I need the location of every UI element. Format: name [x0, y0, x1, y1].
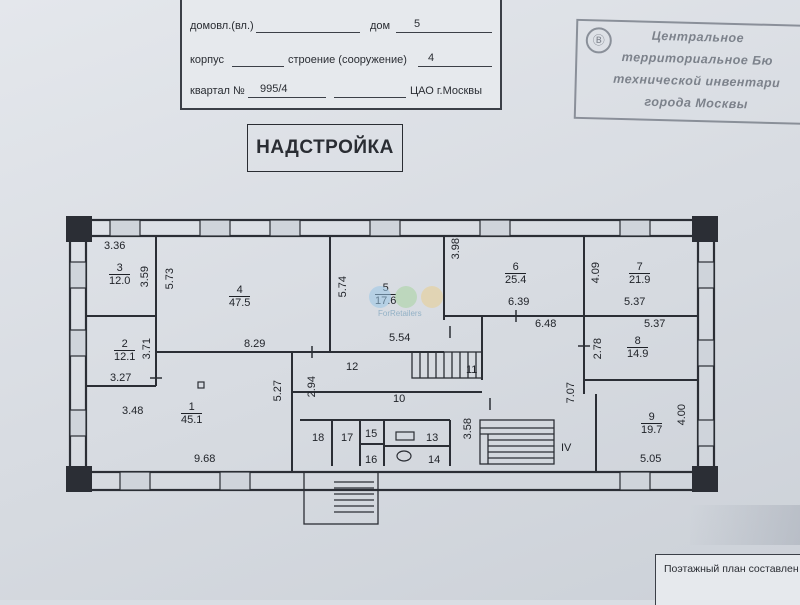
form-row1-house-line — [396, 32, 492, 33]
outer-wall-inner — [84, 234, 700, 474]
window-bottom-3 — [619, 471, 651, 491]
dim-5-37b: 5.37 — [644, 318, 666, 330]
form-house-value: 5 — [414, 18, 421, 30]
form-row2-structure-label: строение (сооружение) — [288, 54, 407, 66]
room-17-label: 17 — [341, 432, 354, 444]
form-district: ЦАО г.Москвы — [410, 85, 483, 97]
form-row3-line — [248, 97, 326, 98]
form-quarter-value: 995/4 — [260, 83, 288, 95]
staircase-iv-label: IV — [561, 442, 572, 454]
form-row1-line — [256, 32, 360, 33]
room-14-label: 14 — [428, 454, 441, 466]
staircase-iv — [479, 419, 555, 465]
form-row2-label: корпус — [190, 54, 225, 66]
plan-title: НАДСТРОЙКА — [247, 124, 403, 172]
room-1-marker-icon — [197, 381, 205, 389]
room-11-label: 11 — [466, 364, 478, 376]
corner-pier-bl — [66, 466, 92, 492]
window-top-6 — [619, 219, 651, 237]
dim-3-36: 3.36 — [104, 240, 126, 252]
watermark-logo-icon — [369, 286, 443, 308]
room-16-label: 16 — [365, 454, 378, 466]
window-right-1 — [697, 261, 715, 289]
dim-7-07: 7.07 — [565, 382, 577, 404]
dim-6-48: 6.48 — [535, 318, 557, 330]
corner-pier-tr — [692, 216, 718, 242]
dim-6-39: 6.39 — [508, 296, 530, 308]
window-bottom-1 — [119, 471, 151, 491]
dim-3-59: 3.59 — [139, 266, 151, 288]
bottom-note-text: Поэтажный план составлен — [664, 563, 799, 575]
address-form: домовл.(вл.) дом 5 корпус строение (соор… — [180, 0, 502, 110]
form-row3-blank-line — [334, 97, 406, 98]
staircase-center — [411, 351, 483, 379]
outer-wall-outer — [68, 218, 716, 492]
sink-fixture-icon — [395, 431, 415, 441]
window-top-4 — [369, 219, 401, 237]
dim-9-68: 9.68 — [194, 453, 216, 465]
toilet-fixture-icon — [396, 450, 412, 462]
staircase-entrance — [303, 471, 379, 525]
dim-4-00: 4.00 — [676, 404, 688, 426]
dim-3-58: 3.58 — [462, 418, 474, 440]
dim-3-71: 3.71 — [141, 338, 153, 360]
form-row1-label: домовл.(вл.) — [190, 20, 254, 32]
dim-5-05: 5.05 — [640, 453, 662, 465]
room-10-label: 10 — [393, 393, 406, 405]
corner-pier-tl — [66, 216, 92, 242]
dim-5-27: 5.27 — [272, 380, 284, 402]
form-row1-house-label: дом — [370, 20, 391, 32]
dim-5-74: 5.74 — [337, 276, 349, 298]
paper-shadow — [690, 505, 800, 545]
room-12-label: 12 — [346, 361, 359, 373]
window-top-1 — [109, 219, 141, 237]
dim-3-27: 3.27 — [110, 372, 132, 384]
dim-2-78: 2.78 — [592, 338, 604, 360]
dim-3-48: 3.48 — [122, 405, 144, 417]
watermark-text: ForRetailers — [378, 309, 422, 318]
form-row2-line — [232, 66, 284, 67]
room-15-label: 15 — [365, 428, 378, 440]
form-row3-label: квартал № — [190, 85, 245, 97]
dim-5-54: 5.54 — [389, 332, 411, 344]
window-top-3 — [269, 219, 301, 237]
dim-4-09: 4.09 — [590, 262, 602, 284]
window-left-1 — [69, 261, 87, 289]
window-left-2 — [69, 329, 87, 357]
forretailers-watermark: ForRetailers — [362, 283, 454, 323]
dim-5-37a: 5.37 — [624, 296, 646, 308]
window-top-2 — [199, 219, 231, 237]
window-top-5 — [479, 219, 511, 237]
dim-8-29: 8.29 — [244, 338, 266, 350]
bottom-note-box: Поэтажный план составлен — [655, 554, 800, 605]
window-left-3 — [69, 409, 87, 437]
room-13-label: 13 — [426, 432, 439, 444]
window-right-3 — [697, 419, 715, 447]
window-right-2 — [697, 339, 715, 367]
dim-2-94: 2.94 — [306, 376, 318, 398]
form-structure-value: 4 — [428, 52, 435, 64]
corner-pier-br — [692, 466, 718, 492]
dim-5-73: 5.73 — [164, 268, 176, 290]
dim-3-98: 3.98 — [450, 238, 462, 260]
form-row2-structure-line — [418, 66, 492, 67]
window-bottom-2 — [219, 471, 251, 491]
room-18-label: 18 — [312, 432, 325, 444]
